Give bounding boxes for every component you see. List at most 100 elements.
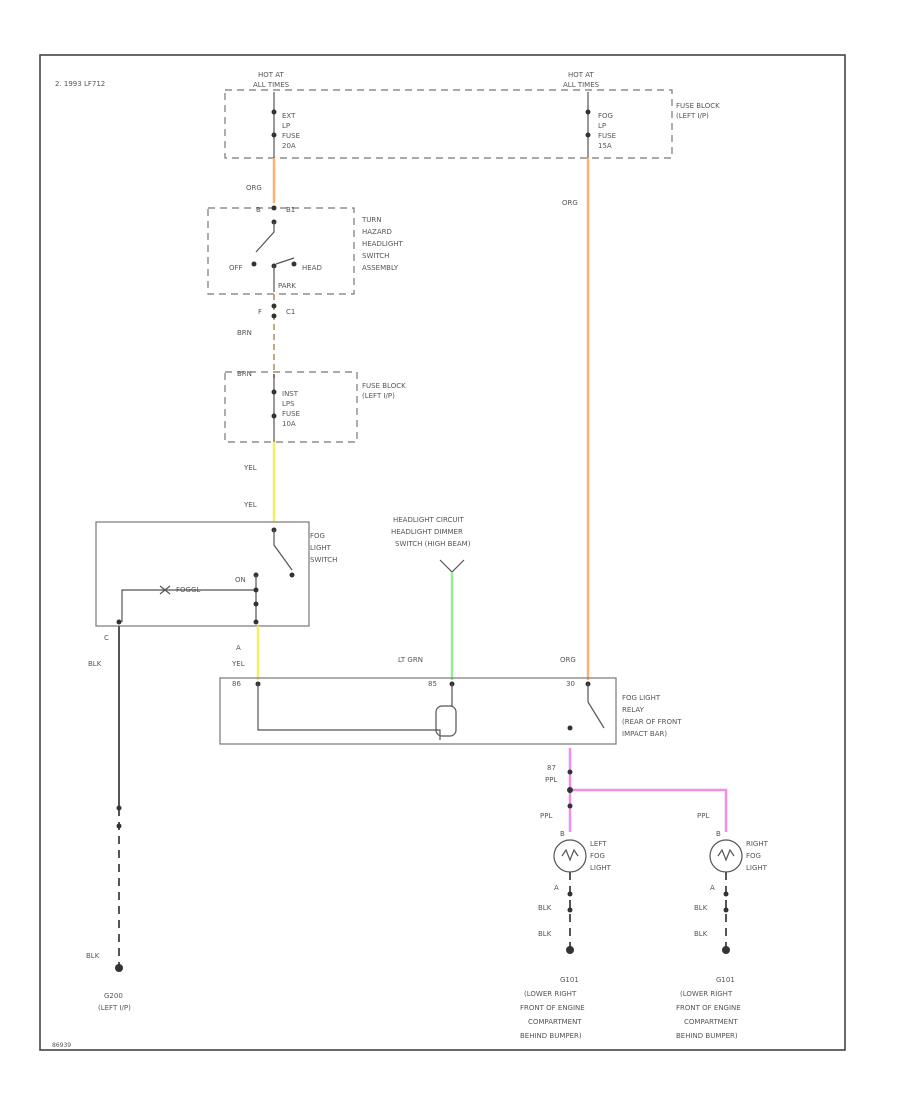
right-ground-terminal (722, 946, 730, 954)
wire-label-blk-2: BLK (86, 952, 100, 960)
svg-text:FUSE: FUSE (282, 410, 300, 418)
svg-text:(LEFT I/P): (LEFT I/P) (676, 112, 709, 120)
left-fog-light-label: LEFT FOG LIGHT (590, 840, 612, 872)
svg-text:FUSE: FUSE (598, 132, 616, 140)
ground-left-terminal (115, 964, 123, 972)
ppl-dot-left (567, 803, 573, 809)
fuse-ext-dot-2 (271, 132, 277, 138)
wire-label-yel-2: YEL (243, 501, 257, 509)
wire-label-org-2: ORG (562, 199, 578, 207)
fog-switch-lamp-label: FOGGL (176, 586, 200, 594)
wire-label-blk-4: BLK (538, 930, 552, 938)
fuse-ext-dot-1 (271, 109, 277, 115)
fuse-fog-label: FOG LP FUSE 15A (598, 112, 616, 150)
relay-coil-icon (435, 705, 457, 737)
ground-left-label: G101 (LOWER RIGHT FRONT OF ENGINE COMPAR… (520, 976, 585, 1040)
svg-text:LP: LP (282, 122, 290, 130)
switch-dot-off (251, 261, 257, 267)
svg-text:TURN: TURN (361, 216, 382, 224)
ground-left-dot-1 (116, 805, 122, 811)
wire-label-blk-5: BLK (694, 904, 708, 912)
svg-text:EXT: EXT (282, 112, 296, 120)
svg-text:LPS: LPS (282, 400, 295, 408)
svg-text:FOG: FOG (746, 852, 761, 860)
ground-left-ip-label: G200 (LEFT I/P) (98, 992, 131, 1012)
wire-label-org-1: ORG (246, 184, 262, 192)
svg-text:FRONT OF ENGINE: FRONT OF ENGINE (520, 1004, 585, 1012)
left-fog-light-icon (553, 839, 587, 873)
wire-label-brn-1: BRN (237, 329, 252, 337)
pin-f: F (258, 308, 262, 316)
svg-text:BEHIND BUMPER): BEHIND BUMPER) (676, 1032, 738, 1040)
hot-at-2: HOT AT (568, 71, 595, 79)
left-fog-light-filament-icon (561, 848, 579, 862)
figure-id: 86939 (52, 1042, 71, 1049)
ppl-dot-split (567, 787, 573, 793)
svg-text:LIGHT: LIGHT (310, 544, 332, 552)
svg-text:INST: INST (282, 390, 299, 398)
relay-coil-wire (257, 684, 453, 740)
pin-a-left: A (554, 884, 559, 892)
fuse-block-inst (224, 371, 358, 443)
svg-text:LIGHT: LIGHT (746, 864, 768, 872)
switch-park-label: PARK (278, 282, 296, 290)
svg-text:FOG: FOG (310, 532, 325, 540)
fuse-block-inst-label: FUSE BLOCK (LEFT I/P) (362, 382, 406, 400)
fuse-ext-label: EXT LP FUSE 20A (282, 112, 300, 150)
svg-text:HAZARD: HAZARD (362, 228, 392, 236)
svg-text:SWITCH: SWITCH (362, 252, 389, 260)
svg-text:(LEFT I/P): (LEFT I/P) (98, 1004, 131, 1012)
svg-text:(LOWER RIGHT: (LOWER RIGHT (680, 990, 733, 998)
svg-text:HEADLIGHT: HEADLIGHT (362, 240, 404, 248)
svg-text:COMPARTMENT: COMPARTMENT (684, 1018, 738, 1026)
svg-text:G101: G101 (560, 976, 579, 984)
corner-note: 2. 1993 LF712 (55, 80, 105, 88)
pin-30: 30 (566, 680, 575, 688)
pin-a-fog: A (236, 644, 241, 652)
ground-right-label: G101 (LOWER RIGHT FRONT OF ENGINE COMPAR… (676, 976, 741, 1040)
wire-label-yel-3: YEL (231, 660, 245, 668)
pin-c1: C1 (286, 308, 295, 316)
fog-switch-arm (273, 530, 293, 571)
headlight-connector-icon (439, 559, 465, 573)
ppl-dot-87 (567, 769, 573, 775)
svg-text:(REAR OF FRONT: (REAR OF FRONT (622, 718, 682, 726)
fog-indicator-lamp-icon (159, 585, 171, 595)
pin-b-left: B (560, 830, 565, 838)
svg-text:10A: 10A (282, 420, 296, 428)
headlight-switch-label: TURN HAZARD HEADLIGHT SWITCH ASSEMBLY (361, 216, 404, 272)
right-lamp-dot-2 (723, 907, 729, 913)
svg-text:FOG: FOG (598, 112, 613, 120)
fog-switch-on-label: ON (235, 576, 246, 584)
diagram-frame (39, 54, 846, 1051)
svg-text:FOG LIGHT: FOG LIGHT (622, 694, 661, 702)
right-fog-light-icon (709, 839, 743, 873)
svg-text:LIGHT: LIGHT (590, 864, 612, 872)
wire-label-org-3: ORG (560, 656, 576, 664)
svg-text:HEADLIGHT CIRCUIT: HEADLIGHT CIRCUIT (393, 516, 465, 524)
pin-85: 85 (428, 680, 437, 688)
left-lamp-dot-1 (567, 891, 573, 897)
switch-arm (255, 222, 275, 253)
pin-b1: B1 (286, 206, 295, 214)
wire-label-lt-grn: LT GRN (398, 656, 423, 664)
all-times-2: ALL TIMES (563, 81, 600, 89)
right-fog-light-label: RIGHT FOG LIGHT (746, 840, 769, 872)
hot-at-1: HOT AT (258, 71, 285, 79)
headlight-switch-box (207, 207, 355, 295)
wire-label-brn-2: BRN (237, 370, 252, 378)
left-ground-terminal (566, 946, 574, 954)
fog-switch-dot-out (289, 572, 295, 578)
pin-b: B (256, 206, 261, 214)
svg-text:G200: G200 (104, 992, 123, 1000)
fuse-inst-label: INST LPS FUSE 10A (282, 390, 300, 428)
right-fog-light-filament-icon (717, 848, 735, 862)
relay-dot-contact (567, 725, 573, 731)
fog-switch-label: FOG LIGHT SWITCH (310, 532, 337, 564)
svg-text:(LEFT I/P): (LEFT I/P) (362, 392, 395, 400)
svg-text:FOG: FOG (590, 852, 605, 860)
right-lamp-dot-1 (723, 891, 729, 897)
svg-text:FUSE BLOCK: FUSE BLOCK (362, 382, 406, 390)
brn-dot-1 (271, 303, 277, 309)
switch-dot-top (271, 205, 277, 211)
